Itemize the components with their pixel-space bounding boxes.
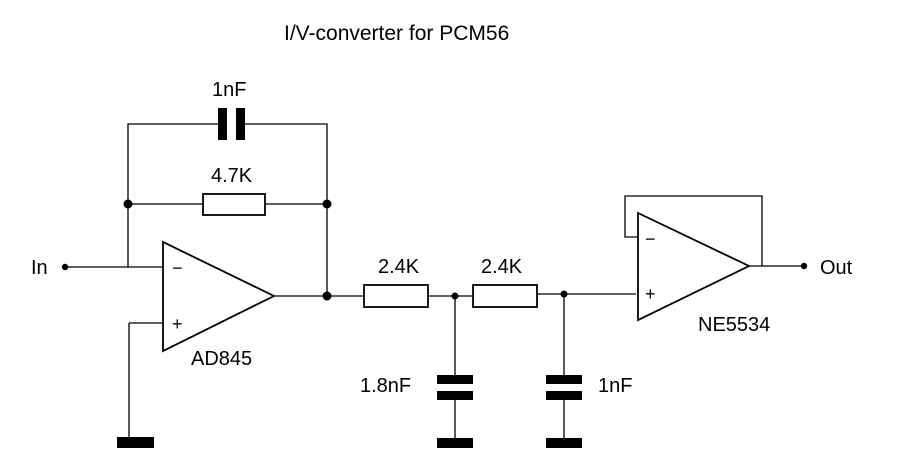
feedback-capacitor-label: 1nF [212,79,246,101]
wire [243,123,328,204]
resistor-2 [472,284,538,308]
input-terminal: In [31,257,163,279]
opamp1-label: AD845 [191,348,252,370]
resistor-1-label: 2.4K [378,256,420,278]
feedback-capacitor [218,108,245,140]
capacitor-plate [546,391,582,400]
feedback-network: 1nF 4.7K [123,79,332,296]
resistor-2-label: 2.4K [481,256,523,278]
opamp-triangle [162,240,277,353]
output-terminal: Out [749,257,853,279]
opamp2-label: NE5534 [698,314,770,336]
capacitor-1 [437,296,473,448]
ad845-ground [117,322,163,448]
junction-dot [322,291,332,301]
capacitor-plate [546,375,582,384]
output-label: Out [820,257,853,279]
capacitor-2 [546,294,582,448]
junction-dot [322,199,332,209]
resistor-1 [363,284,429,308]
opamp-ne5534: − + NE5534 [624,195,770,336]
capacitor-plate [437,375,473,384]
wire [127,123,219,204]
non-inverting-input-sign: + [645,284,656,304]
capacitor-plate [437,391,473,400]
capacitor-2-label: 1nF [598,375,632,397]
feedback-resistor [202,193,266,216]
input-label: In [31,257,48,279]
inverting-input-sign: − [172,258,183,278]
inverting-input-sign: − [645,229,656,249]
opamp-triangle [637,211,752,322]
capacitor-1-label: 1.8nF [360,375,411,397]
feedback-resistor-label: 4.7K [211,165,253,187]
buffer-feedback-wire [624,195,763,266]
junction-dot [123,199,133,209]
diagram-title: I/V-converter for PCM56 [284,22,509,45]
capacitor-plate [236,108,245,140]
capacitor-plate [218,108,227,140]
opamp-ad845: − + AD845 [162,240,277,370]
ground-symbol [437,438,473,448]
output-terminal-dot [800,262,808,270]
ground-symbol [117,437,154,448]
ground-symbol [546,438,582,448]
non-inverting-input-sign: + [172,314,183,334]
